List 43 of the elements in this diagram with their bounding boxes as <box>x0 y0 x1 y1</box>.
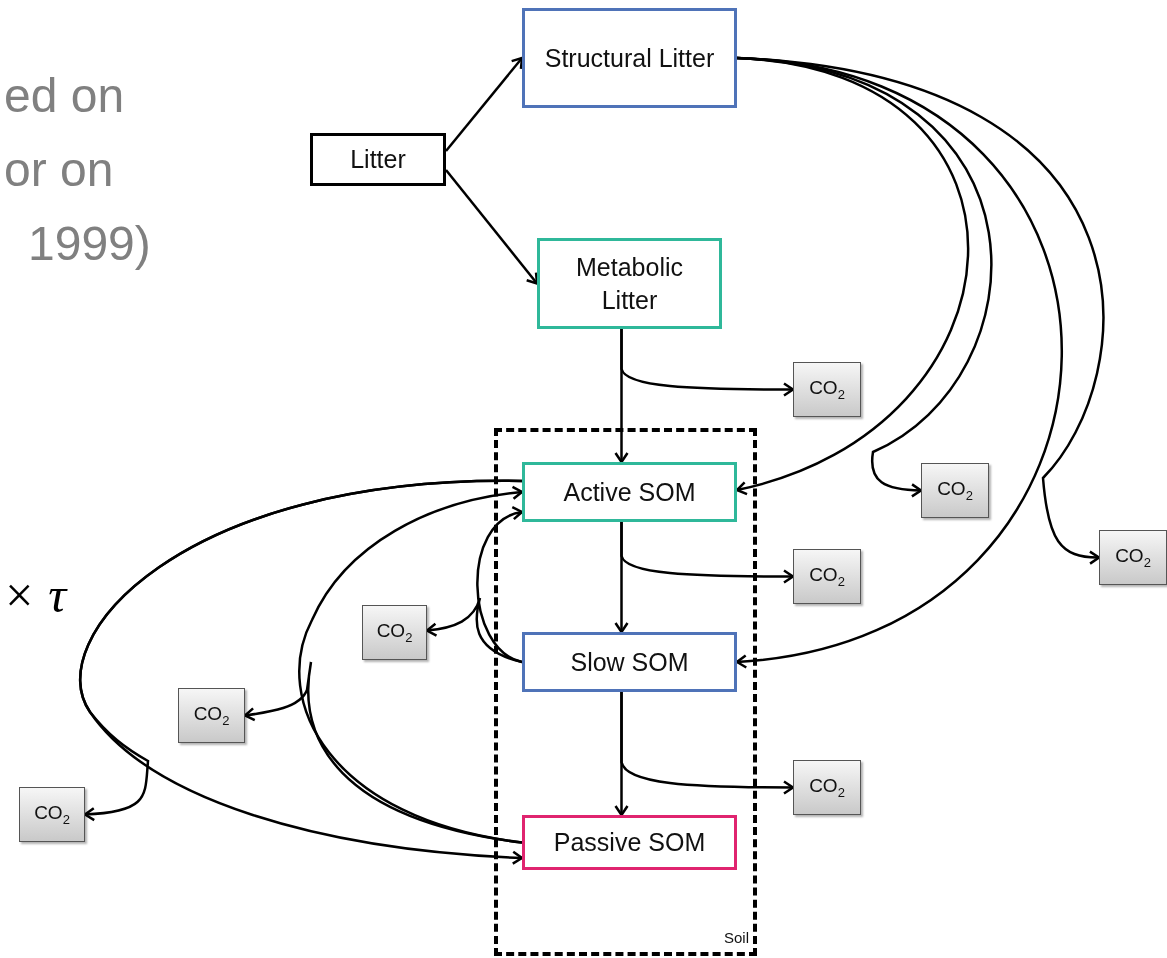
box-label: CO$_{2}$ <box>376 620 413 645</box>
slide-text: 1999) <box>28 220 151 268</box>
box-label: CO$_{2}$ <box>937 478 973 503</box>
co2-box <box>793 549 861 604</box>
box-label: CO$_{2}$ <box>1115 545 1151 570</box>
arrow <box>620 692 795 795</box>
arrow <box>243 660 523 844</box>
box-label: Active SOM <box>562 476 697 508</box>
box-label: Passive SOM <box>552 827 707 859</box>
box-label: Litter <box>349 144 407 176</box>
box-label: CO$_{2}$ <box>34 802 70 827</box>
formula-text: × τ <box>2 570 67 620</box>
pool-box <box>522 462 737 522</box>
box-label: CO$_{2}$ <box>809 564 845 589</box>
soil-region <box>494 428 757 956</box>
box-label: CO$_{2}$ <box>193 703 230 728</box>
slide-text: ed on <box>4 72 125 120</box>
co2-box <box>19 787 85 842</box>
arrow <box>620 329 795 397</box>
box-label: CO$_{2}$ <box>809 775 845 800</box>
arrow <box>735 56 1063 668</box>
co2-box <box>793 362 861 417</box>
co2-box <box>178 688 245 743</box>
box-label: Structural Litter <box>543 42 716 74</box>
pool-box <box>310 133 446 186</box>
region-label: Soil <box>724 929 749 946</box>
box-label: Slow SOM <box>569 646 690 678</box>
slide-text: or on <box>4 146 114 194</box>
co2-box <box>362 605 427 660</box>
co2-box <box>921 463 989 518</box>
arrow <box>425 596 523 664</box>
arrow <box>620 522 795 584</box>
co2-box <box>1099 530 1167 585</box>
co2-box <box>793 760 861 815</box>
pool-box <box>522 632 737 692</box>
arrow <box>445 169 539 285</box>
box-label: Metabolic Litter <box>575 252 684 316</box>
arrow <box>736 56 1104 565</box>
box-label: CO$_{2}$ <box>809 377 845 402</box>
pool-box <box>522 8 737 108</box>
pool-box <box>537 238 722 329</box>
pool-box <box>522 815 737 870</box>
arrow <box>445 56 524 152</box>
